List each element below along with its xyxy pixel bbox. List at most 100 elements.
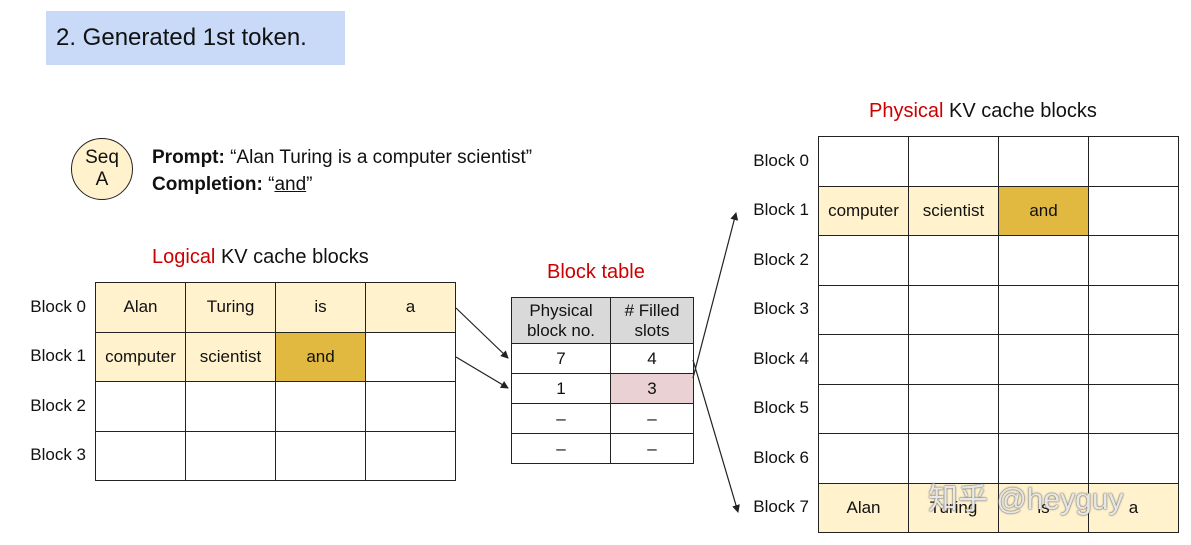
physical-slot: a <box>1088 482 1179 533</box>
block-table-header-physical: Physical block no. <box>511 297 611 344</box>
physical-slot <box>1088 136 1179 187</box>
physical-slot <box>1088 185 1179 236</box>
completion-close-quote: ” <box>306 174 313 195</box>
logical-title: Logical KV cache blocks <box>152 246 369 269</box>
completion-text: and <box>274 174 307 195</box>
physical-title: Physical KV cache blocks <box>869 100 1097 123</box>
logical-row <box>95 381 456 432</box>
block-table-header-slots-line2: slots <box>634 320 670 340</box>
physical-slot <box>818 136 909 187</box>
logical-slot <box>365 430 456 481</box>
physical-slot: computer <box>818 185 909 236</box>
physical-row-label: Block 5 <box>753 398 809 418</box>
physical-row-label: Block 6 <box>753 447 809 467</box>
completion-line: Completion: “and” <box>152 171 532 198</box>
physical-slot <box>818 284 909 335</box>
block-table-physical-no: – <box>511 433 611 464</box>
logical-slot: Turing <box>185 282 276 333</box>
block-table-physical-no: – <box>511 403 611 434</box>
block-table-header-physical-line2: block no. <box>526 320 596 340</box>
physical-slot: scientist <box>908 185 999 236</box>
block-table-row: –– <box>511 433 694 464</box>
arrow-logical0-to-table <box>455 307 509 359</box>
physical-slot <box>1088 433 1179 484</box>
sequence-badge-line2: A <box>95 169 109 190</box>
arrow-table-to-physical7 <box>692 359 740 513</box>
physical-row-label: Block 3 <box>753 299 809 319</box>
block-table-header-slots-line1: # Filled <box>624 300 680 320</box>
physical-title-rest: KV cache blocks <box>943 100 1097 122</box>
logical-slot <box>185 381 276 432</box>
physical-slot <box>998 136 1089 187</box>
block-table-title-text: Block table <box>547 261 645 283</box>
physical-row-label: Block 0 <box>753 150 809 170</box>
block-table-header-physical-line1: Physical <box>529 300 593 320</box>
physical-slot <box>818 334 909 385</box>
logical-slot: a <box>365 282 456 333</box>
block-table-title: Block table <box>547 261 645 284</box>
physical-slot <box>998 284 1089 335</box>
logical-slot: scientist <box>185 331 276 382</box>
logical-slot: computer <box>95 331 186 382</box>
physical-row <box>818 284 1179 335</box>
block-table-physical-no: 1 <box>511 373 611 404</box>
physical-slot <box>908 433 999 484</box>
sequence-badge-line1: Seq <box>85 147 119 168</box>
prompt-text: “Alan Turing is a computer scientist” <box>224 147 533 168</box>
physical-slot <box>1088 284 1179 335</box>
physical-slot <box>1088 334 1179 385</box>
logical-row-label: Block 2 <box>30 395 86 415</box>
arrow-logical1-to-table <box>455 356 509 389</box>
physical-row-label: Block 4 <box>753 348 809 368</box>
physical-slot: is <box>998 482 1089 533</box>
physical-slot <box>908 334 999 385</box>
physical-slot: and <box>998 185 1089 236</box>
block-table-row: –– <box>511 403 694 434</box>
arrow-table-to-physical1 <box>692 212 739 379</box>
physical-slot <box>908 383 999 434</box>
physical-row <box>818 136 1179 187</box>
completion-label: Completion: <box>152 174 263 195</box>
step-header: 2. Generated 1st token. <box>46 11 345 65</box>
completion-open-quote: “ <box>262 174 275 195</box>
physical-slot <box>908 235 999 286</box>
physical-row-label: Block 2 <box>753 249 809 269</box>
physical-row-label: Block 7 <box>753 497 809 517</box>
prompt-label: Prompt: <box>152 147 225 168</box>
logical-slot: is <box>275 282 366 333</box>
logical-row <box>95 430 456 481</box>
block-table-filled-slots: 3 <box>610 373 694 404</box>
block-table-physical-no: 7 <box>511 343 611 374</box>
step-title: 2. Generated 1st token. <box>56 24 307 51</box>
physical-slot: Turing <box>908 482 999 533</box>
physical-slot <box>1088 235 1179 286</box>
physical-title-highlight: Physical <box>869 100 944 122</box>
physical-slot: Alan <box>818 482 909 533</box>
logical-slot <box>95 430 186 481</box>
sequence-badge: Seq A <box>71 138 133 200</box>
physical-slot <box>1088 383 1179 434</box>
physical-slot <box>998 433 1089 484</box>
logical-slot: Alan <box>95 282 186 333</box>
physical-row-label: Block 1 <box>753 200 809 220</box>
physical-slot <box>998 383 1089 434</box>
logical-row-label: Block 3 <box>30 445 86 465</box>
watermark-text: 知乎 @heyguy <box>928 483 1124 516</box>
logical-title-highlight: Logical <box>152 246 216 268</box>
logical-row-label: Block 1 <box>30 346 86 366</box>
block-table-filled-slots: – <box>610 403 694 434</box>
prompt-line: Prompt: “Alan Turing is a computer scien… <box>152 144 532 171</box>
block-table-filled-slots: 4 <box>610 343 694 374</box>
sequence-info: Prompt: “Alan Turing is a computer scien… <box>152 144 532 198</box>
logical-row-label: Block 0 <box>30 296 86 316</box>
